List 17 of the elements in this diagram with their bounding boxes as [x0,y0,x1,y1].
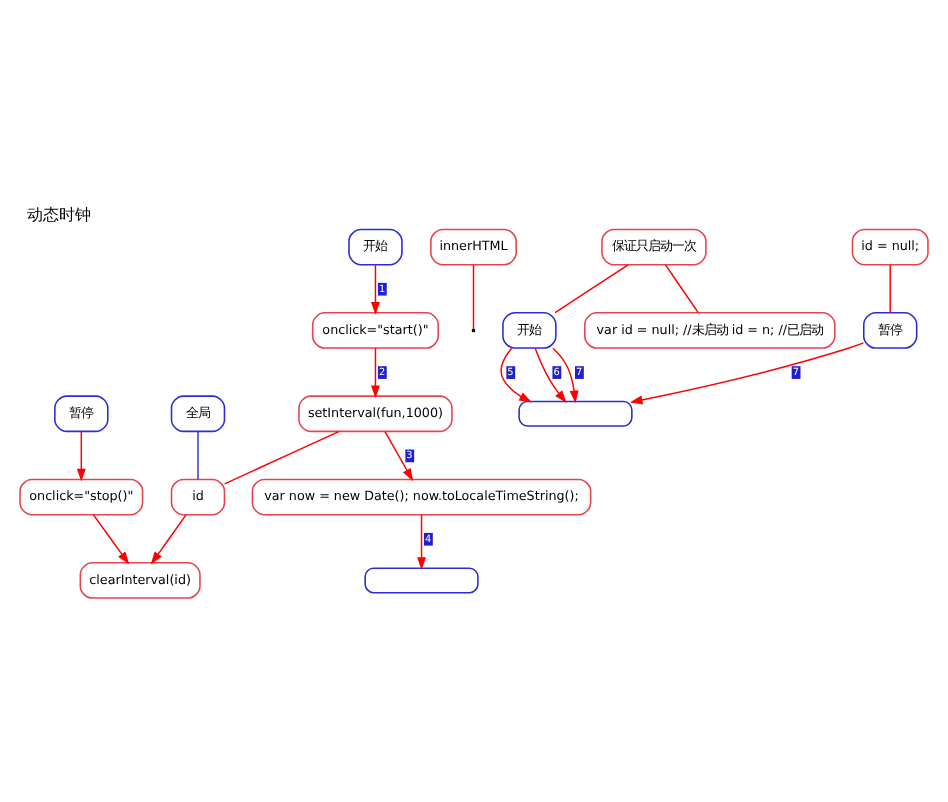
arrow [92,514,130,565]
arrow [371,264,380,315]
connector [197,430,199,480]
arrow [534,347,567,404]
arrow [76,430,86,482]
connector [554,264,629,314]
arrow [150,514,187,565]
arrow [417,514,426,571]
connector [664,264,699,314]
arrow [629,342,865,405]
connector [472,264,475,331]
arrow [500,347,532,403]
node-box [518,400,633,427]
connector [889,264,891,314]
node-box [364,567,479,594]
connector [223,430,340,485]
arrow [371,347,380,399]
